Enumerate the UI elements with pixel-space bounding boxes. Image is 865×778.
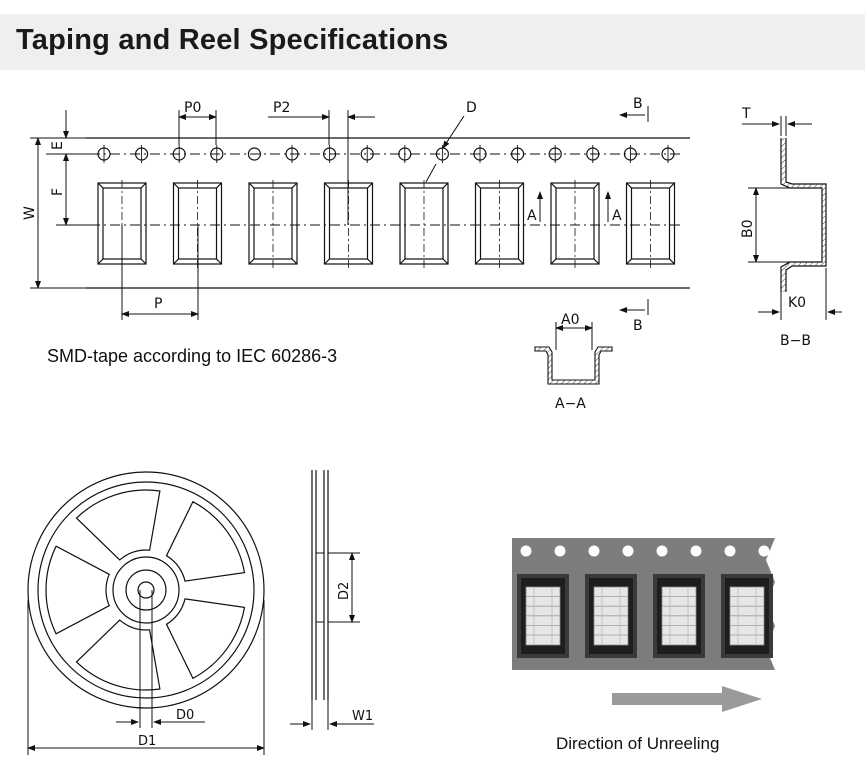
unreel-sprocket-hole bbox=[588, 545, 600, 557]
title-bar: Taping and Reel Specifications bbox=[0, 14, 865, 70]
tape-cavity bbox=[474, 180, 525, 268]
sprocket-hole bbox=[398, 145, 412, 163]
tape-cavity bbox=[399, 180, 449, 268]
unreel-pocket bbox=[721, 574, 773, 658]
unreel-arrow-icon bbox=[612, 686, 762, 712]
tape-top-view bbox=[86, 137, 690, 289]
label-p: P bbox=[154, 296, 162, 312]
sprocket-hole bbox=[435, 145, 449, 163]
label-f: F bbox=[50, 188, 66, 196]
unreel-sprocket-hole bbox=[622, 545, 634, 557]
reel-front-view bbox=[27, 471, 265, 755]
label-k0: K0 bbox=[788, 295, 806, 311]
reel-window bbox=[45, 545, 110, 635]
sprocket-hole bbox=[548, 145, 562, 163]
tape-cavity bbox=[625, 180, 676, 268]
tape-labels: P0 P2 D B B E F W P A A SMD-tape accordi… bbox=[22, 96, 643, 366]
label-b-bottom: B bbox=[633, 318, 643, 334]
unreel-pocket bbox=[653, 574, 705, 658]
reel-window bbox=[75, 619, 161, 691]
page-title: Taping and Reel Specifications bbox=[16, 24, 449, 56]
sprocket-hole bbox=[135, 145, 149, 163]
unreel-illustration bbox=[512, 538, 775, 712]
section-aa bbox=[534, 322, 613, 385]
sprocket-hole bbox=[473, 145, 487, 163]
section-bb bbox=[742, 116, 842, 320]
label-b-top: B bbox=[633, 96, 643, 112]
tape-dimensions bbox=[30, 106, 649, 320]
sprocket-hole bbox=[661, 145, 675, 163]
tape-cavity bbox=[550, 180, 600, 268]
sprocket-hole bbox=[247, 147, 261, 161]
sprocket-hole bbox=[586, 145, 600, 163]
sprocket-hole bbox=[510, 145, 525, 163]
label-p0: P0 bbox=[184, 100, 201, 116]
label-d1: D1 bbox=[138, 734, 156, 749]
unreel-caption: Direction of Unreeling bbox=[556, 734, 719, 753]
reel-dimensions bbox=[27, 719, 265, 751]
unreel-sprocket-hole bbox=[690, 545, 702, 557]
sprocket-hole bbox=[285, 145, 299, 163]
label-a-left: A bbox=[527, 208, 537, 224]
label-d: D bbox=[466, 100, 477, 116]
label-a-right: A bbox=[612, 208, 622, 224]
label-b0: B0 bbox=[740, 219, 756, 238]
label-a0: A0 bbox=[561, 312, 579, 328]
label-w: W bbox=[22, 206, 38, 220]
label-w1: W1 bbox=[352, 709, 373, 724]
label-d2: D2 bbox=[337, 582, 352, 600]
label-t: T bbox=[741, 106, 751, 122]
reel-side-view bbox=[290, 470, 374, 730]
sprocket-hole bbox=[360, 145, 374, 163]
unreel-sprocket-hole bbox=[758, 545, 770, 557]
section-aa-label: A−A bbox=[555, 396, 586, 412]
label-p2: P2 bbox=[273, 100, 290, 116]
sprocket-hole bbox=[210, 145, 224, 163]
unreel-sprocket-hole bbox=[724, 545, 736, 557]
sprocket-hole bbox=[323, 145, 337, 163]
tape-cavity bbox=[248, 180, 298, 268]
label-d0: D0 bbox=[176, 708, 194, 723]
sprocket-hole bbox=[172, 145, 186, 163]
sprocket-hole bbox=[97, 145, 111, 163]
unreel-sprocket-hole bbox=[656, 545, 668, 557]
reel-window bbox=[75, 489, 161, 561]
unreel-sprocket-hole bbox=[520, 545, 532, 557]
tape-caption: SMD-tape according to IEC 60286-3 bbox=[47, 346, 337, 366]
unreel-pocket bbox=[585, 574, 637, 658]
sprocket-hole bbox=[623, 145, 638, 163]
label-e: E bbox=[50, 141, 66, 150]
unreel-sprocket-hole bbox=[554, 545, 566, 557]
reel-window bbox=[165, 598, 246, 680]
unreel-pocket bbox=[517, 574, 569, 658]
section-bb-label: B−B bbox=[780, 333, 811, 349]
reel-window bbox=[165, 500, 246, 582]
